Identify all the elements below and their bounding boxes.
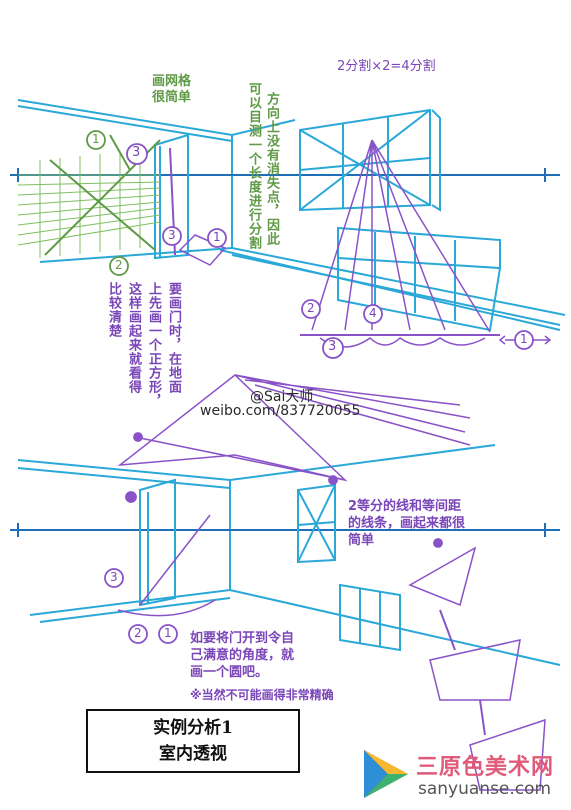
watermark-url: weibo.com/837720055	[200, 403, 361, 419]
marker-1-cabinet: 1	[520, 332, 528, 346]
title-line2: 室内透视	[159, 744, 227, 764]
door-note-col2: 上先画一个正方形，	[146, 282, 161, 408]
watermark-name: @Sai大师	[250, 389, 314, 405]
door-note-col1: 要画门时，在地面	[166, 282, 181, 394]
halves-note-line2: 的线条，画起来都很	[348, 516, 466, 531]
marker-3-cabinet: 3	[328, 339, 337, 354]
vertical-note-col1: 方向上没有消失点，因此	[264, 92, 279, 246]
door-angle-line2: 己满意的角度，就	[190, 648, 295, 663]
vertical-note-col2: 可以目测一个长度进行分割	[246, 82, 261, 250]
bottom-construction	[117, 374, 546, 791]
accuracy-note: ※当然不可能画得非常精确	[190, 688, 334, 702]
logo-url: sanyuanse.com	[418, 779, 552, 799]
halves-note-line3: 简单	[348, 533, 375, 548]
marker-3-top: 3	[132, 145, 141, 160]
marker-circles	[86, 130, 534, 644]
marker-2-cabinet: 2	[307, 301, 315, 315]
door-note-col3: 这样画起来就看得	[126, 282, 141, 394]
grid-note-line2: 很简单	[152, 90, 192, 105]
door-angle-line3: 画一个圆吧。	[190, 665, 269, 680]
marker-4-cabinet: 4	[369, 306, 377, 320]
grid-note-line1: 画网格	[152, 74, 192, 89]
marker-3-door: 3	[168, 228, 176, 242]
marker-2-top: 2	[115, 258, 123, 272]
title-box: 实例分析1 室内透视	[86, 709, 300, 773]
site-logo: 三原色美术网 sanyuanse.com	[358, 743, 563, 805]
marker-3-bottom: 3	[110, 570, 118, 584]
logo-text: 三原色美术网	[416, 755, 555, 780]
halves-note-line1: 2等分的线和等间距	[348, 499, 462, 514]
door-angle-line1: 如要将门开到令自	[190, 631, 295, 646]
marker-1-top: 1	[92, 132, 100, 146]
bottom-room	[10, 444, 561, 666]
door-note-col4: 比较清楚	[106, 282, 121, 338]
title-line1: 实例分析1	[153, 718, 233, 738]
play-logo-icon	[364, 750, 408, 798]
top-split-label: 2分割×2=4分割	[337, 59, 436, 74]
marker-1-door: 1	[213, 230, 221, 244]
marker-2-bottom: 2	[134, 626, 142, 640]
marker-1-bottom: 1	[164, 626, 172, 640]
top-room	[10, 99, 566, 332]
